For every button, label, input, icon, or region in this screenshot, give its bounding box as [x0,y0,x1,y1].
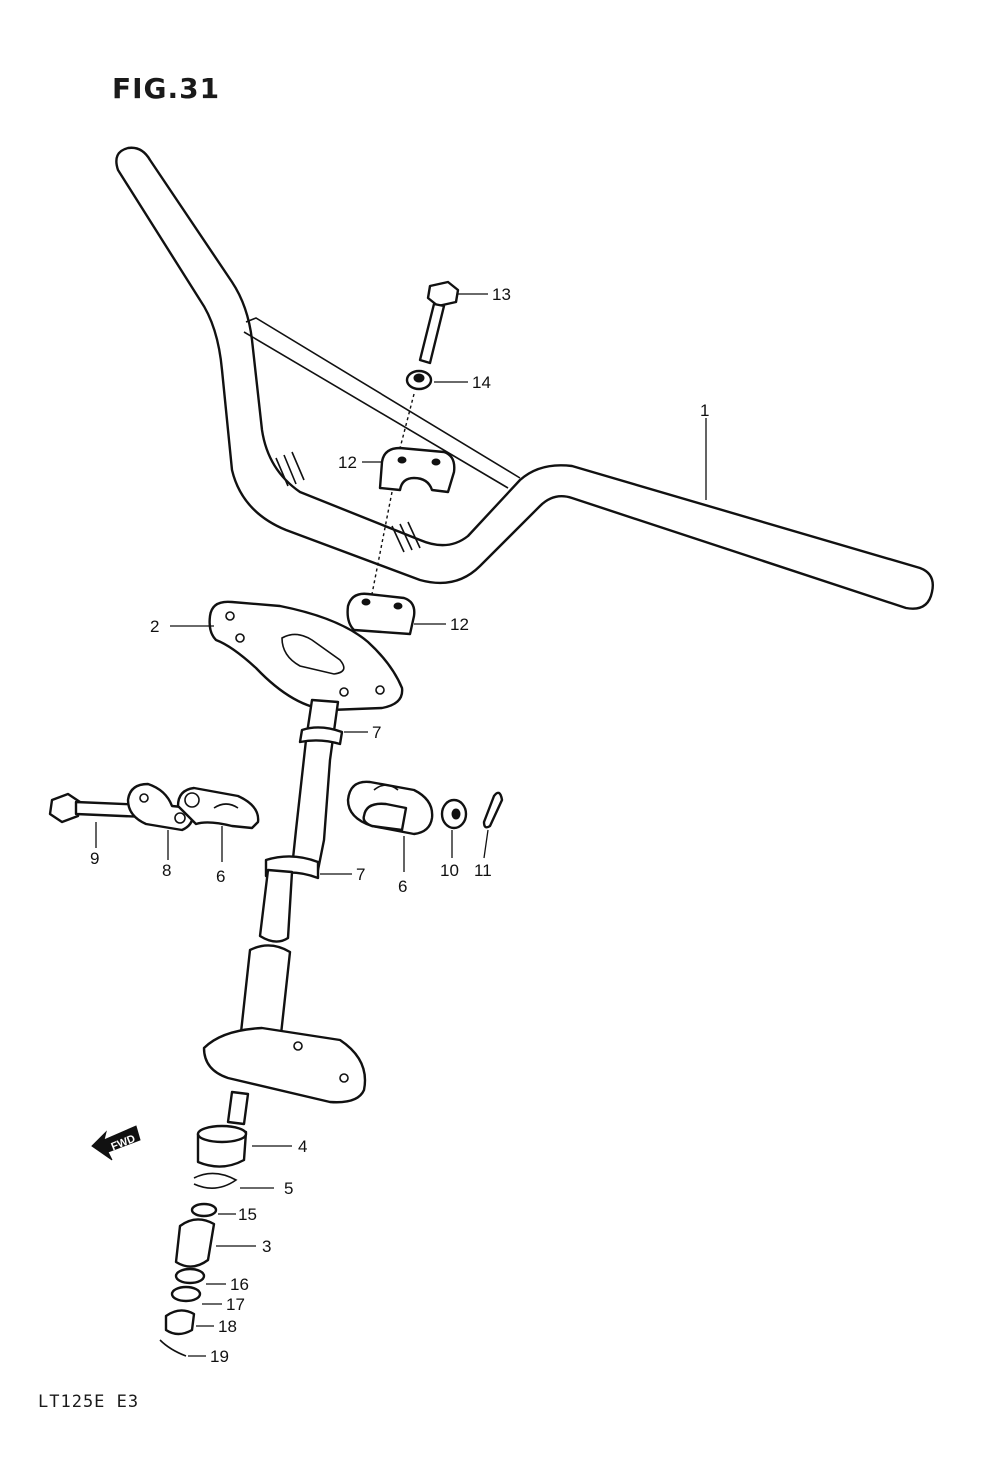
bolt-13 [418,280,460,365]
callout-5: 5 [284,1179,293,1198]
nut-18 [164,1309,196,1336]
callout-11: 11 [474,861,492,880]
tie-rod-holder-right [346,780,434,836]
callout-17: 17 [226,1295,245,1314]
callout-13: 13 [492,285,511,304]
washer-14 [405,369,433,391]
nut-10 [440,798,468,830]
callout-7-upper: 7 [372,723,381,742]
callout-16: 16 [230,1275,249,1294]
steering-shaft [202,698,367,1126]
steering-top-bracket [208,600,404,712]
cotter-pin-19 [159,1339,187,1357]
callout-9: 9 [90,849,99,868]
callout-1: 1 [700,401,709,420]
callout-2: 2 [150,617,159,636]
callout-7-lower: 7 [356,865,365,884]
oring-15 [190,1202,218,1218]
callout-4: 4 [298,1137,307,1156]
tie-rod-holder-left [176,786,260,830]
callout-6-left: 6 [216,867,225,886]
bushing-3 [174,1218,216,1268]
forward-arrow-icon [91,1125,141,1161]
model-code: LT125E E3 [38,1392,140,1412]
callout-18: 18 [218,1317,237,1336]
callout-12-upper: 12 [338,453,357,472]
callout-8: 8 [162,861,171,880]
callout-12-lower: 12 [450,615,469,634]
cotter-pin-11 [482,791,504,829]
callout-19: 19 [210,1347,229,1366]
callout-10: 10 [440,861,459,880]
bushing-4 [196,1124,248,1168]
handlebar-clamp-upper [378,446,456,494]
figure-title: FIG.31 [112,72,221,105]
washer-5 [193,1172,238,1189]
washers-16-17 [170,1267,206,1303]
callout-6-right: 6 [398,877,407,896]
handlebar [115,146,934,610]
callout-14: 14 [472,373,491,392]
callout-15: 15 [238,1205,257,1224]
handlebar-clamp-lower [346,592,416,636]
leader-lines [95,293,707,1357]
callout-3: 3 [262,1237,271,1256]
